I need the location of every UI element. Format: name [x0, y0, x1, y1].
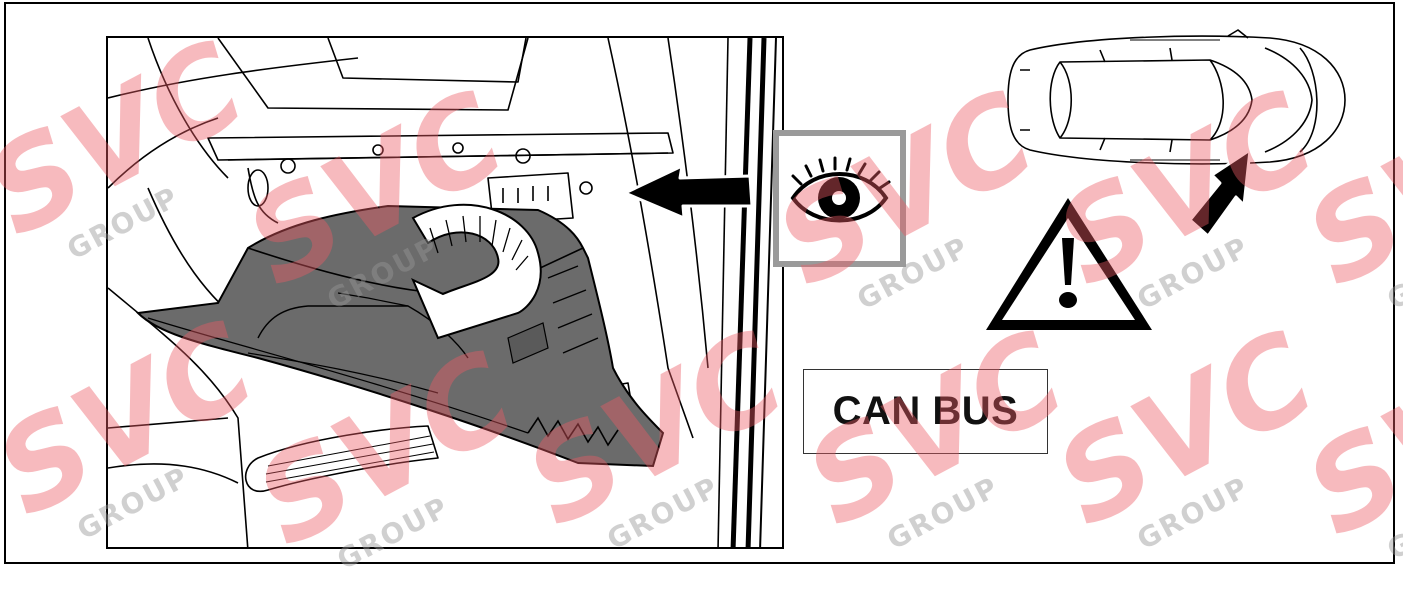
bolt-1 — [281, 159, 295, 173]
floor-line-2 — [108, 464, 238, 483]
door-edge-line — [718, 38, 728, 549]
dash-rail-inner — [228, 153, 668, 160]
bolt-5 — [580, 182, 592, 194]
dash-vent-outline — [218, 38, 528, 110]
view-direction-box — [773, 130, 906, 267]
glovebox-illustration — [108, 38, 784, 549]
pillar-line — [608, 38, 693, 438]
glovebox-lid — [138, 206, 663, 466]
side-hole — [248, 170, 268, 206]
bolt-2 — [373, 145, 383, 155]
side-opening — [248, 168, 278, 223]
floor-line — [108, 418, 228, 428]
pillar-line-2 — [668, 38, 708, 368]
connector-pins — [503, 186, 548, 203]
bolt-3 — [453, 143, 463, 153]
eye-icon — [779, 136, 900, 261]
dash-panel-line — [328, 38, 526, 82]
can-bus-label: CAN BUS — [803, 369, 1048, 454]
door-seal-outer — [733, 38, 750, 549]
dash-curve — [108, 58, 358, 98]
lower-vent — [246, 426, 438, 491]
glovebox-illustration-panel — [106, 36, 784, 549]
dash-curve-2 — [108, 118, 218, 188]
